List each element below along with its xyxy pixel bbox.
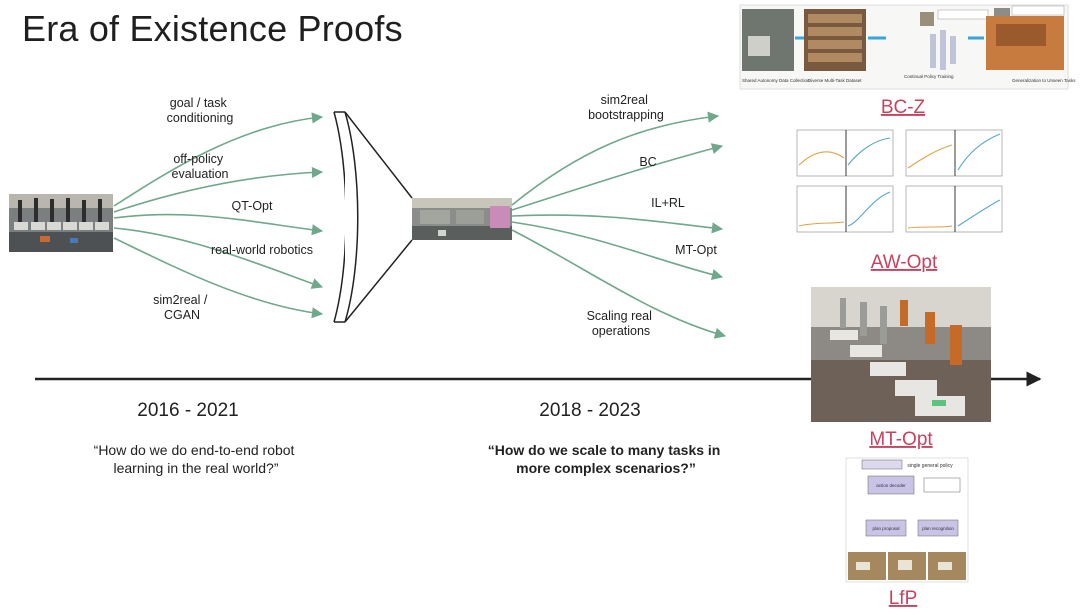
branch-label-off-policy: off-policy evaluation bbox=[172, 152, 229, 181]
svg-text:Continual Policy Training: Continual Policy Training bbox=[904, 74, 954, 79]
slide-title: Era of Existence Proofs bbox=[22, 8, 403, 49]
paper-link-bc-z[interactable]: BC-Z bbox=[881, 97, 926, 118]
branch-label-il-rl: IL+RL bbox=[651, 196, 685, 210]
branch-label-sim2real-bootstrapping: sim2real bootstrapping bbox=[588, 93, 664, 122]
era-years-right: 2018 - 2023 bbox=[539, 400, 640, 421]
svg-text:plan recognition: plan recognition bbox=[922, 526, 954, 531]
paper-link-lfp[interactable]: LfP bbox=[889, 588, 918, 609]
robot-lab-photo-middle bbox=[412, 198, 512, 240]
era-years-left: 2016 - 2021 bbox=[137, 400, 238, 421]
era-question-right: “How do we scale to many tasks in more c… bbox=[488, 442, 725, 476]
branch-label-sim2real-cgan: sim2real / CGAN bbox=[153, 293, 211, 322]
era-question-left: “How do we do end-to-end robot learning … bbox=[94, 442, 299, 476]
mt-opt-photo bbox=[811, 287, 991, 422]
branch-label-goal-task: goal / task conditioning bbox=[167, 96, 234, 125]
left-branch-labels: goal / task conditioning off-policy eval… bbox=[153, 96, 313, 322]
svg-text:plan proposal: plan proposal bbox=[872, 526, 899, 531]
branch-label-qt-opt: QT-Opt bbox=[232, 199, 274, 213]
lfp-figure: single general policy action decoder pla… bbox=[845, 457, 969, 583]
svg-text:single general policy: single general policy bbox=[907, 463, 953, 469]
paper-link-mt-opt[interactable]: MT-Opt bbox=[869, 429, 933, 450]
funnel-shape bbox=[333, 111, 413, 323]
svg-text:Diverse Multi-Task Dataset: Diverse Multi-Task Dataset bbox=[808, 78, 862, 83]
svg-text:action decoder: action decoder bbox=[876, 483, 906, 488]
right-branch-labels: sim2real bootstrapping BC IL+RL MT-Opt S… bbox=[587, 93, 718, 338]
branch-label-scaling-real-operations: Scaling real operations bbox=[587, 309, 656, 338]
paper-link-aw-opt[interactable]: AW-Opt bbox=[871, 252, 938, 273]
bc-z-figure: Shared Autonomy Data Collection Diverse … bbox=[739, 4, 1076, 90]
branch-label-bc: BC bbox=[639, 155, 656, 169]
branch-label-real-world-robotics: real-world robotics bbox=[211, 243, 313, 257]
aw-opt-figure bbox=[790, 125, 1010, 245]
era-2016-2021: 2016 - 2021 “How do we do end-to-end rob… bbox=[94, 400, 299, 476]
branch-label-mt-opt: MT-Opt bbox=[675, 243, 717, 257]
robot-lab-photo-left bbox=[9, 194, 113, 252]
right-arrows bbox=[511, 111, 727, 339]
svg-text:Generalization to Unseen Tasks: Generalization to Unseen Tasks bbox=[1012, 78, 1076, 83]
svg-text:Shared Autonomy Data Collectio: Shared Autonomy Data Collection bbox=[742, 78, 810, 83]
left-arrows bbox=[113, 112, 324, 319]
era-2018-2023: 2018 - 2023 “How do we scale to many tas… bbox=[488, 400, 725, 476]
